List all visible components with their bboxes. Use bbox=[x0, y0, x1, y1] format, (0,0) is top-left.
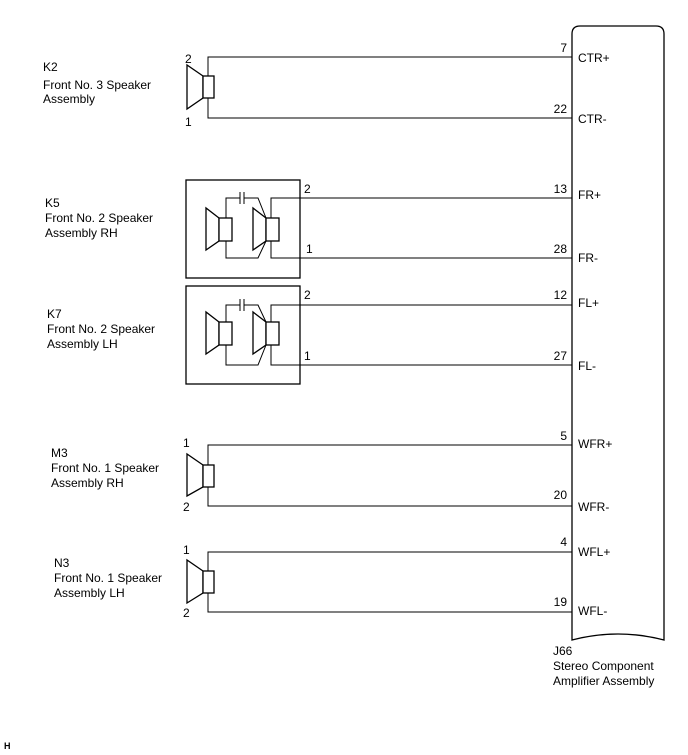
speaker-housing bbox=[185, 285, 301, 385]
speaker-pin-pos: 1 bbox=[183, 543, 190, 557]
component-name-line1: Front No. 3 Speaker bbox=[43, 78, 151, 92]
speaker-pin-pos: 2 bbox=[185, 52, 192, 66]
component-name-line1: Front No. 1 Speaker bbox=[51, 461, 159, 475]
speaker-icon bbox=[205, 206, 233, 252]
wire-neg bbox=[207, 98, 572, 119]
capacitor-icon bbox=[225, 299, 267, 366]
amp-pin-pos: 7 bbox=[560, 41, 567, 55]
wire-pos bbox=[207, 444, 572, 465]
speaker-pin-pos: 2 bbox=[304, 182, 311, 196]
speaker-pin-neg: 2 bbox=[183, 500, 190, 514]
amplifier-name-line2: Amplifier Assembly bbox=[553, 674, 654, 688]
signal-pos: WFL+ bbox=[578, 545, 610, 559]
amplifier-connector-code: J66 bbox=[553, 644, 573, 658]
wire-neg bbox=[270, 241, 572, 259]
component-name-line2: Assembly LH bbox=[54, 586, 125, 600]
amplifier-block bbox=[571, 25, 665, 641]
wire-pos bbox=[270, 197, 572, 218]
amp-pin-neg: 19 bbox=[554, 595, 568, 609]
speaker-pin-neg: 1 bbox=[306, 242, 313, 256]
speaker-icon bbox=[186, 558, 215, 605]
amp-pin-neg: 27 bbox=[554, 349, 568, 363]
speaker-pin-pos: 2 bbox=[304, 288, 311, 302]
speaker-icon bbox=[205, 310, 233, 356]
component-name-line2: Assembly LH bbox=[47, 337, 118, 351]
signal-neg: CTR- bbox=[578, 112, 607, 126]
wire-pos bbox=[207, 551, 572, 571]
component-name-line2: Assembly RH bbox=[51, 476, 124, 490]
component-m3: M3 Front No. 1 Speaker Assembly RH 1 2 5… bbox=[51, 429, 612, 514]
component-name-line2: Assembly bbox=[43, 92, 95, 106]
amp-pin-pos: 13 bbox=[554, 182, 568, 196]
component-name-line1: Front No. 1 Speaker bbox=[54, 571, 162, 585]
signal-neg: FL- bbox=[578, 359, 596, 373]
wire-neg bbox=[270, 345, 572, 366]
wire-neg bbox=[207, 593, 572, 613]
component-k2: K2 Front No. 3 Speaker Assembly 2 1 7 22… bbox=[43, 41, 610, 129]
amp-pin-pos: 12 bbox=[554, 288, 568, 302]
component-code: K2 bbox=[43, 60, 58, 74]
speaker-pin-neg: 1 bbox=[304, 349, 311, 363]
wire-pos bbox=[207, 56, 572, 76]
amp-pin-neg: 20 bbox=[554, 488, 568, 502]
wire-neg bbox=[207, 487, 572, 507]
speaker-icon bbox=[252, 310, 280, 356]
signal-neg: FR- bbox=[578, 251, 598, 265]
wire-pos bbox=[270, 304, 572, 322]
signal-pos: WFR+ bbox=[578, 437, 612, 451]
signal-pos: FL+ bbox=[578, 296, 599, 310]
speaker-icon bbox=[252, 206, 280, 252]
signal-neg: WFR- bbox=[578, 500, 609, 514]
amp-pin-pos: 5 bbox=[560, 429, 567, 443]
signal-pos: FR+ bbox=[578, 188, 601, 202]
component-code: N3 bbox=[54, 556, 70, 570]
footer-mark: H bbox=[4, 741, 11, 751]
component-name-line2: Assembly RH bbox=[45, 226, 118, 240]
signal-neg: WFL- bbox=[578, 604, 607, 618]
speaker-pin-neg: 2 bbox=[183, 606, 190, 620]
signal-pos: CTR+ bbox=[578, 51, 610, 65]
amplifier-name-line1: Stereo Component bbox=[553, 659, 654, 673]
amp-pin-neg: 28 bbox=[554, 242, 568, 256]
component-name-line1: Front No. 2 Speaker bbox=[45, 211, 153, 225]
speaker-housing bbox=[185, 179, 301, 279]
component-code: K5 bbox=[45, 196, 60, 210]
amp-pin-neg: 22 bbox=[554, 102, 568, 116]
speaker-icon bbox=[186, 452, 215, 498]
component-code: K7 bbox=[47, 307, 62, 321]
capacitor-icon bbox=[225, 192, 267, 259]
component-name-line1: Front No. 2 Speaker bbox=[47, 322, 155, 336]
amp-pin-pos: 4 bbox=[560, 535, 567, 549]
component-k7: K7 Front No. 2 Speaker Assembly LH 2 1 1… bbox=[47, 285, 599, 385]
speaker-pin-pos: 1 bbox=[183, 436, 190, 450]
component-n3: N3 Front No. 1 Speaker Assembly LH 1 2 4… bbox=[54, 535, 610, 620]
component-k5: K5 Front No. 2 Speaker Assembly RH 2 1 1… bbox=[45, 179, 601, 279]
speaker-icon bbox=[186, 63, 215, 111]
speaker-pin-neg: 1 bbox=[185, 115, 192, 129]
component-code: M3 bbox=[51, 446, 68, 460]
